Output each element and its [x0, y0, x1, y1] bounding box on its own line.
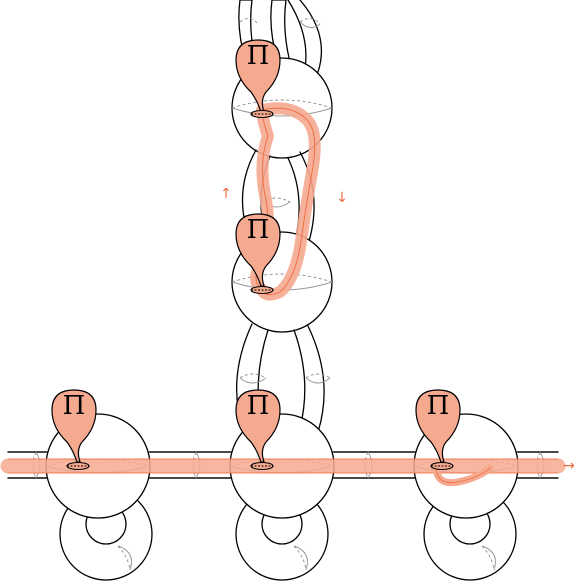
- vertical-loop-band: [250, 102, 321, 301]
- pi-label: Π: [427, 391, 450, 421]
- pi-bulb-bottom-left: Π: [51, 389, 97, 471]
- horizontal-band: [0, 458, 566, 487]
- vertical-chain: [231, 0, 333, 433]
- up-arrow-icon: ↑: [220, 186, 232, 202]
- pi-label: Π: [247, 391, 270, 421]
- arrows: ↑ ↓ →: [220, 186, 575, 474]
- down-arrow-icon: ↓: [336, 190, 348, 206]
- right-arrow-icon: →: [563, 458, 575, 474]
- pi-label: Π: [63, 391, 86, 421]
- pi-bulb-lower: Π: [235, 213, 281, 295]
- pi-bulb-upper: Π: [235, 39, 281, 119]
- pi-label: Π: [247, 41, 270, 71]
- pi-bulb-bottom-right: Π: [415, 389, 461, 471]
- pi-bulb-bottom-middle: Π: [235, 389, 281, 471]
- pi-label: Π: [247, 215, 270, 245]
